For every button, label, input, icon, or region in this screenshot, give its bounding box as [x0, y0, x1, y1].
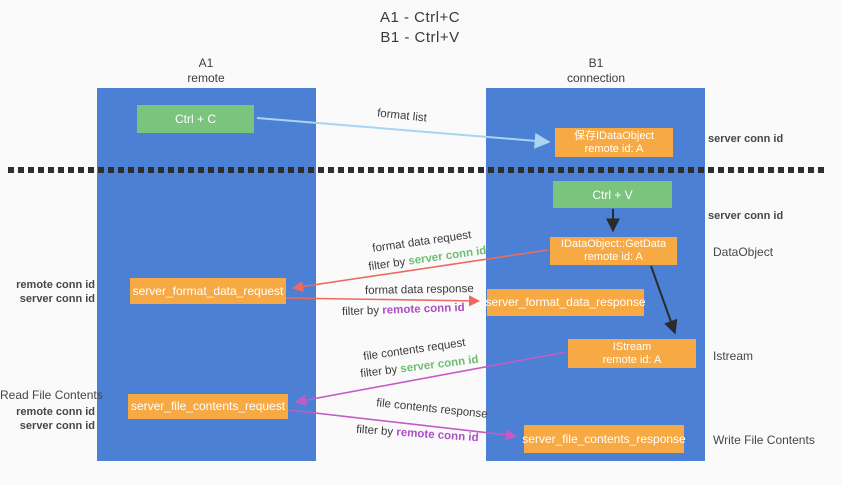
ctrl-c-label: Ctrl + C [174, 112, 216, 126]
server-format-data-request-node: server_format_data_request [130, 278, 286, 304]
server-conn-id-left-top-label: server conn id [19, 293, 95, 305]
istream-line1: IStream [612, 340, 652, 353]
column-a1-role: remote [187, 71, 225, 85]
format-list-label: format list [376, 107, 428, 125]
column-b1-name: B1 [588, 56, 604, 70]
ctrl-c-node: Ctrl + C [137, 105, 254, 133]
column-a1-name: A1 [198, 56, 214, 70]
server-file-contents-response-label: server_file_contents_response [522, 431, 686, 446]
istream-side-label: Istream [713, 349, 754, 363]
title-line-1: A1 - Ctrl+C [379, 9, 461, 26]
server-conn-id-right-mid-label: server conn id [708, 210, 784, 222]
filter-by-text: filter by [355, 423, 397, 439]
file-contents-response-label: file contents response [375, 397, 489, 421]
server-format-data-request-label: server_format_data_request [132, 283, 284, 298]
dataobject-label: DataObject [713, 245, 774, 259]
save-idataobject-node: 保存IDataObject remote id: A [555, 128, 673, 157]
server-conn-id-left-bottom-label: server conn id [19, 420, 95, 432]
write-file-contents-label: Write File Contents [713, 433, 815, 447]
remote-conn-id-text: remote conn id [395, 426, 479, 445]
remote-conn-id-left-top-label: remote conn id [16, 279, 95, 291]
read-file-contents-label: Read File Contents [0, 388, 103, 402]
filter-by-text: filter by [359, 363, 402, 381]
save-idataobject-line2: remote id: A [584, 142, 644, 155]
format-data-response-label: format data response [364, 283, 474, 297]
server-conn-id-right-top-label: server conn id [708, 133, 784, 145]
idataobject-getdata-node: IDataObject::GetData remote id: A [550, 237, 677, 265]
filter-by-remote-conn-id-label-1: filter by remote conn id [342, 302, 465, 318]
filter-by-remote-conn-id-label-2: filter by remote conn id [356, 424, 479, 445]
server-format-data-response-node: server_format_data_response [485, 289, 646, 316]
diagram-title: A1 - Ctrl+C B1 - Ctrl+V [340, 8, 500, 48]
column-b1-role: connection [566, 71, 626, 85]
ctrl-v-label: Ctrl + V [592, 187, 633, 202]
session-divider-dotted-line [8, 167, 826, 173]
column-header-b1: B1 connection [516, 56, 676, 86]
title-line-2: B1 - Ctrl+V [380, 29, 460, 46]
server-conn-id-text: server conn id [399, 353, 480, 376]
save-idataobject-line1: 保存IDataObject [573, 129, 655, 142]
istream-node: IStream remote id: A [568, 339, 696, 368]
getdata-line2: remote id: A [584, 251, 643, 263]
server-file-contents-response-node: server_file_contents_response [522, 425, 686, 453]
istream-line2: remote id: A [602, 353, 662, 366]
column-header-a1: A1 remote [126, 56, 286, 86]
getdata-line1: IDataObject::GetData [560, 238, 667, 250]
ctrl-v-node: Ctrl + V [553, 181, 672, 208]
server-file-contents-request-node: server_file_contents_request [128, 394, 288, 419]
server-format-data-response-label: server_format_data_response [485, 295, 646, 309]
remote-conn-id-text: remote conn id [382, 301, 465, 317]
filter-by-text: filter by [367, 255, 410, 274]
filter-by-text: filter by [341, 304, 383, 319]
remote-conn-id-left-bottom-label: remote conn id [16, 406, 95, 418]
server-file-contents-request-label: server_file_contents_request [130, 399, 286, 413]
